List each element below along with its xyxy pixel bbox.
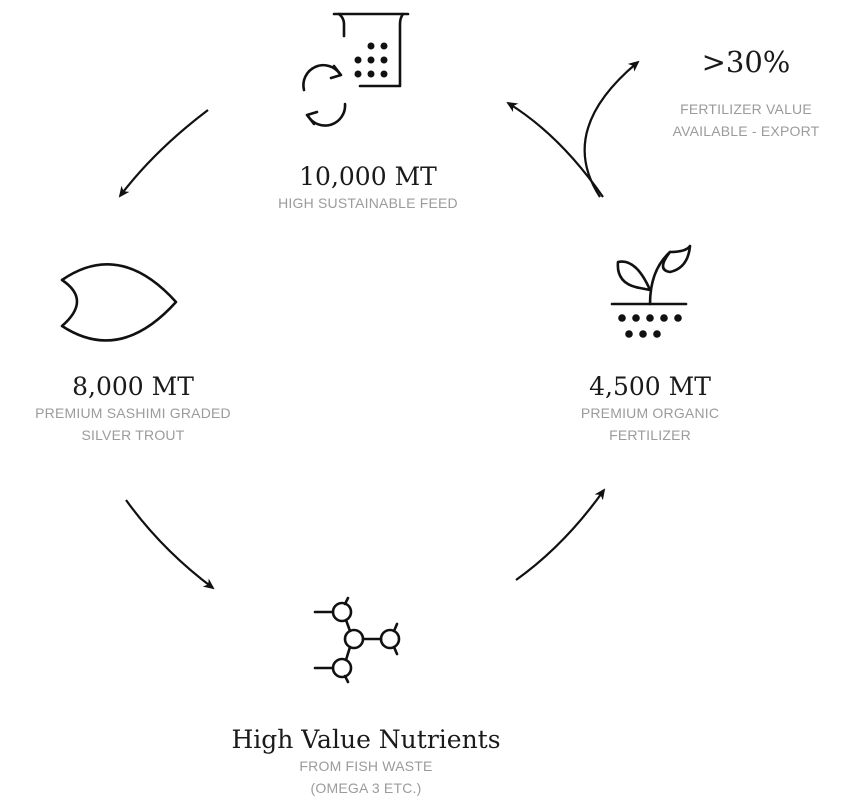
feed-container-recycle-icon xyxy=(302,12,410,127)
fertilizer-desc-line: FERTILIZER xyxy=(609,427,691,443)
nutrients-amount: High Value Nutrients xyxy=(231,725,501,754)
trout-description: PREMIUM SASHIMI GRADED SILVER TROUT xyxy=(8,402,258,446)
feed-description: HIGH SUSTAINABLE FEED xyxy=(268,192,468,214)
fertilizer-amount: 4,500 MT xyxy=(589,372,711,401)
node-fertilizer: 4,500 MT PREMIUM ORGANIC FERTILIZER xyxy=(545,372,755,446)
node-nutrients: High Value Nutrients FROM FISH WASTE (OM… xyxy=(208,725,524,799)
arrow-feed-to-trout xyxy=(118,109,209,198)
fish-icon xyxy=(60,263,178,342)
export-amount: >30% xyxy=(701,45,791,79)
feed-amount: 10,000 MT xyxy=(299,162,437,191)
export-desc-line: FERTILIZER VALUE xyxy=(680,101,812,117)
molecule-icon xyxy=(313,596,401,684)
arrow-nutrients-to-fertilizer xyxy=(515,488,606,581)
sprout-soil-icon xyxy=(610,244,692,338)
trout-desc-line: SILVER TROUT xyxy=(81,427,185,443)
nutrients-description: FROM FISH WASTE (OMEGA 3 ETC.) xyxy=(208,755,524,799)
trout-desc-line: PREMIUM SASHIMI GRADED xyxy=(35,405,231,421)
export-description: FERTILIZER VALUE AVAILABLE - EXPORT xyxy=(646,98,846,142)
nutrients-desc-line: FROM FISH WASTE xyxy=(299,758,433,774)
arrow-fertilizer-to-feed xyxy=(506,101,604,198)
node-export: >30% FERTILIZER VALUE AVAILABLE - EXPORT xyxy=(646,44,846,142)
node-feed: 10,000 MT HIGH SUSTAINABLE FEED xyxy=(268,162,468,214)
node-trout: 8,000 MT PREMIUM SASHIMI GRADED SILVER T… xyxy=(8,372,258,446)
export-desc-line: AVAILABLE - EXPORT xyxy=(672,123,820,139)
trout-amount: 8,000 MT xyxy=(72,372,194,401)
feed-desc-line: HIGH SUSTAINABLE FEED xyxy=(278,195,458,211)
nutrients-desc-line: (OMEGA 3 ETC.) xyxy=(310,780,422,796)
fertilizer-description: PREMIUM ORGANIC FERTILIZER xyxy=(545,402,755,446)
arrow-trout-to-nutrients xyxy=(125,499,215,590)
fertilizer-desc-line: PREMIUM ORGANIC xyxy=(580,405,720,421)
arrow-fertilizer-to-export xyxy=(583,60,640,198)
